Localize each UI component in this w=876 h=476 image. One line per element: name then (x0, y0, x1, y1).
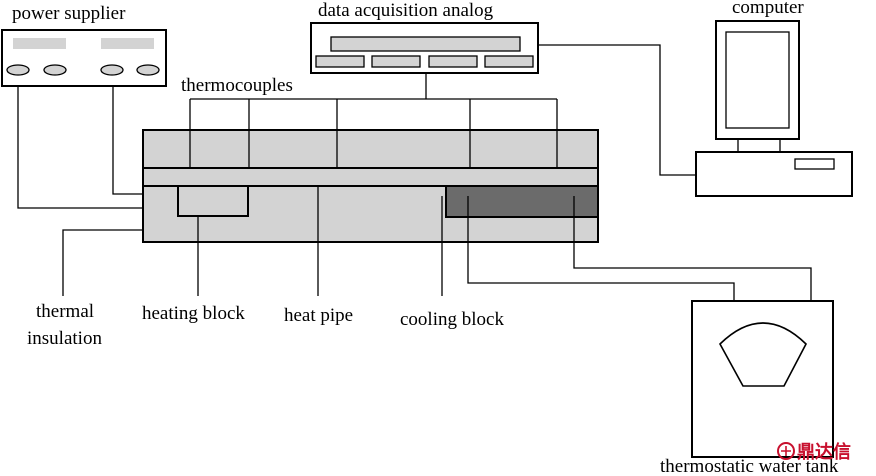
daq-slot-1 (315, 55, 365, 68)
power-knob-1 (6, 64, 30, 76)
insulation-leader (62, 229, 143, 296)
power-display-right (101, 38, 154, 49)
power-display-left (13, 38, 66, 49)
heat-pipe-apparatus (142, 129, 599, 243)
cooling-block (445, 185, 599, 218)
power-wire-right (112, 86, 143, 195)
tank-gauge (719, 322, 807, 387)
thermocouple-wiring (189, 73, 558, 130)
power-supplier (1, 29, 167, 87)
power-knob-2 (43, 64, 67, 76)
watermark: 鼎达信 (777, 441, 851, 463)
watermark-logo-icon (777, 442, 795, 460)
thermostatic-water-tank (691, 300, 834, 458)
thermocouples-label: thermocouples (181, 75, 293, 96)
power-knob-3 (100, 64, 124, 76)
water-tank-label: thermostatic water tank (660, 456, 839, 476)
heating-block-label: heating block (142, 303, 245, 324)
water-hose-inlet (467, 196, 735, 301)
data-acquisition-analog (310, 22, 539, 74)
power-supplier-label: power supplier (12, 3, 126, 24)
power-wire-left (17, 86, 143, 209)
thermal-insulation-label-line1: thermal (36, 301, 94, 322)
daq-slot-4 (484, 55, 534, 68)
monitor-stand (737, 139, 781, 153)
power-knob-4 (136, 64, 160, 76)
daq-label: data acquisition analog (318, 0, 494, 21)
cooling-block-label: cooling block (400, 309, 504, 330)
computer-label: computer (732, 0, 804, 18)
watermark-text: 鼎达信 (797, 441, 851, 463)
thermal-insulation-label-line2: insulation (27, 328, 102, 349)
daq-to-computer-wire (538, 44, 696, 176)
daq-slot-3 (428, 55, 478, 68)
heat-pipe-label: heat pipe (284, 305, 353, 326)
monitor-screen (725, 31, 790, 129)
water-hose-outlet (573, 196, 812, 301)
disk-drive (794, 158, 835, 170)
daq-display (330, 36, 521, 52)
heating-block (177, 185, 249, 217)
daq-slot-2 (371, 55, 421, 68)
computer (695, 20, 853, 197)
